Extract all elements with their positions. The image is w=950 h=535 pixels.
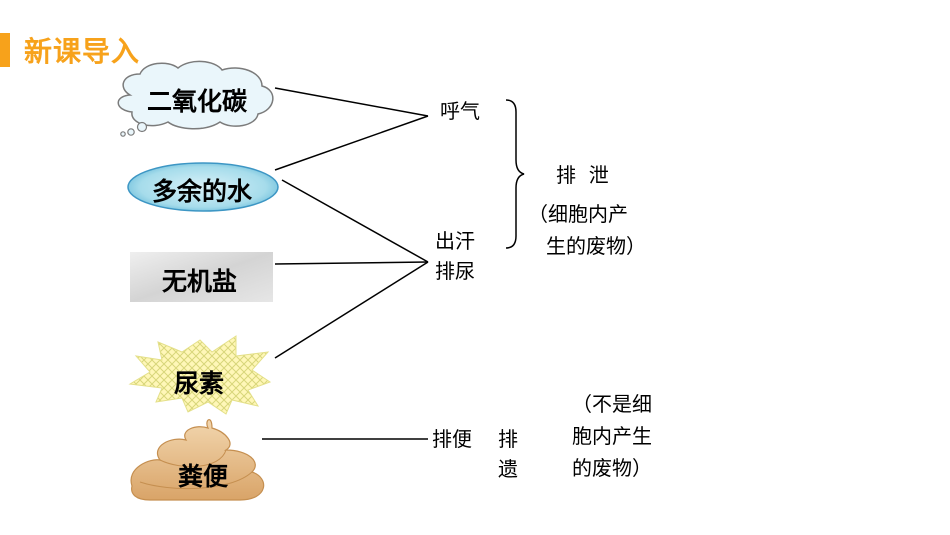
title-accent-bar [0, 33, 10, 67]
item-label-urea: 尿素 [174, 369, 225, 398]
line-water-breath [274, 115, 429, 171]
water-ellipse-icon [127, 162, 279, 212]
egestion-note: （不是细 胞内产生 的废物） [572, 388, 652, 484]
excretion-note-line-2: 生的废物） [546, 234, 646, 258]
starburst-icon [128, 335, 272, 415]
excretion-note-line-1: （细胞内产 [528, 202, 628, 226]
item-label-water: 多余的水 [152, 177, 253, 206]
item-label-co2: 二氧化碳 [147, 87, 248, 116]
route-breath: 呼气 [440, 99, 480, 123]
egestion-label-char-1: 排 [498, 427, 518, 451]
connector-lines [262, 87, 429, 440]
line-co2-breath [274, 87, 429, 117]
route-defecate: 排便 [432, 427, 472, 451]
line-salt-sweat [274, 261, 429, 265]
page-title: 新课导入 [24, 35, 141, 68]
excretion-label: 排 泄 [556, 163, 609, 187]
route-sweat: 出汗 [435, 229, 475, 253]
egestion-note-line-1: （不是细 [572, 392, 652, 416]
stool-shape-icon [130, 419, 265, 501]
item-label-salt: 无机盐 [162, 267, 238, 296]
cloud-shape-icon [117, 60, 274, 137]
excretion-note: （细胞内产 生的废物） [528, 198, 646, 262]
curly-brace [505, 99, 525, 249]
route-urine: 排尿 [435, 259, 475, 283]
egestion-note-line-2: 胞内产生 [572, 424, 652, 448]
egestion-label: 排 遗 [496, 424, 520, 484]
salt-rectangle-icon [130, 252, 273, 302]
egestion-note-line-3: 的废物） [572, 456, 652, 480]
item-label-stool: 粪便 [178, 462, 229, 491]
egestion-label-char-2: 遗 [498, 457, 518, 481]
line-urea-sweat [274, 261, 429, 359]
line-water-sweat [281, 179, 429, 263]
